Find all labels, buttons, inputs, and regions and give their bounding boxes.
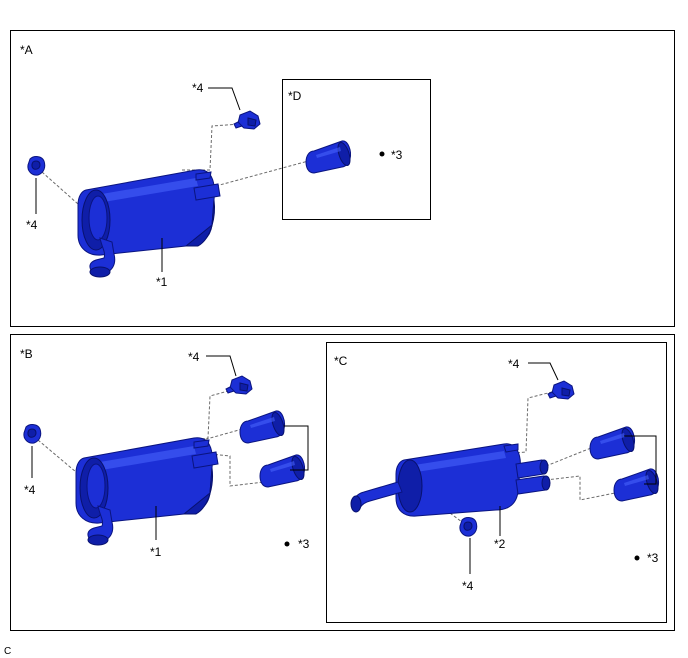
label-hanger-left: *4 xyxy=(26,218,38,232)
leader-line xyxy=(208,87,241,111)
panel-b: *B *4 *4 *1 *3 xyxy=(10,334,675,631)
label-hanger-bottom: *4 xyxy=(462,579,474,593)
connector-line xyxy=(545,445,597,467)
label-tips: *3 xyxy=(298,537,310,551)
label-muffler: *1 xyxy=(156,275,168,289)
tailpipe-assembly xyxy=(350,443,551,517)
connector-line xyxy=(545,475,621,501)
leader-line xyxy=(624,435,657,485)
label-hanger-top: *4 xyxy=(188,350,200,364)
rubber-hanger xyxy=(23,424,42,444)
exhaust-tail-pipe-tip xyxy=(589,426,637,460)
panel-a-title: *A xyxy=(20,43,33,57)
tailpipe-assembly xyxy=(75,437,219,546)
connector-line xyxy=(195,427,247,443)
connector-line xyxy=(181,389,233,443)
connector-line xyxy=(182,123,241,171)
exhaust-tail-pipe-tip xyxy=(239,410,287,444)
hanger-bracket xyxy=(225,375,253,395)
figure-code: C xyxy=(4,646,11,657)
label-muffler: *2 xyxy=(494,537,506,551)
exhaust-tail-pipe-tip xyxy=(259,454,307,488)
label-hanger-left: *4 xyxy=(24,483,36,497)
label-hanger-top: *4 xyxy=(192,81,204,95)
label-muffler: *1 xyxy=(150,545,162,559)
panel-c: *C *4 *4 *2 *3 xyxy=(326,342,667,623)
callout-dot xyxy=(634,555,640,561)
panel-b-frame xyxy=(10,334,675,631)
panel-d-frame xyxy=(282,79,431,220)
panel-c-title: *C xyxy=(334,354,348,368)
hanger-bracket xyxy=(233,110,261,130)
panel-c-frame xyxy=(326,342,667,623)
exhaust-tail-pipe-tip xyxy=(613,468,661,502)
panel-d-title: *D xyxy=(288,89,302,103)
callout-dot xyxy=(379,151,385,157)
connector-line xyxy=(209,453,265,487)
panel-a-frame xyxy=(10,30,675,327)
callout-dot xyxy=(284,541,290,547)
label-hanger-top: *4 xyxy=(508,357,520,371)
connector-line xyxy=(215,159,313,187)
hanger-bracket xyxy=(547,380,575,400)
leader-line xyxy=(528,362,559,381)
panel-a: *A *D *4 *4 *1 *3 xyxy=(10,30,675,327)
rubber-hanger xyxy=(459,517,478,537)
label-tip: *3 xyxy=(391,148,403,162)
leader-line xyxy=(206,355,237,377)
connector-line xyxy=(41,171,79,205)
panel-b-title: *B xyxy=(20,347,33,361)
label-tips: *3 xyxy=(647,551,659,565)
leader-line xyxy=(284,425,309,471)
rubber-hanger xyxy=(27,156,46,176)
tailpipe-assembly xyxy=(77,169,221,278)
connector-line xyxy=(37,439,77,473)
exhaust-tail-pipe-tip xyxy=(305,140,353,174)
